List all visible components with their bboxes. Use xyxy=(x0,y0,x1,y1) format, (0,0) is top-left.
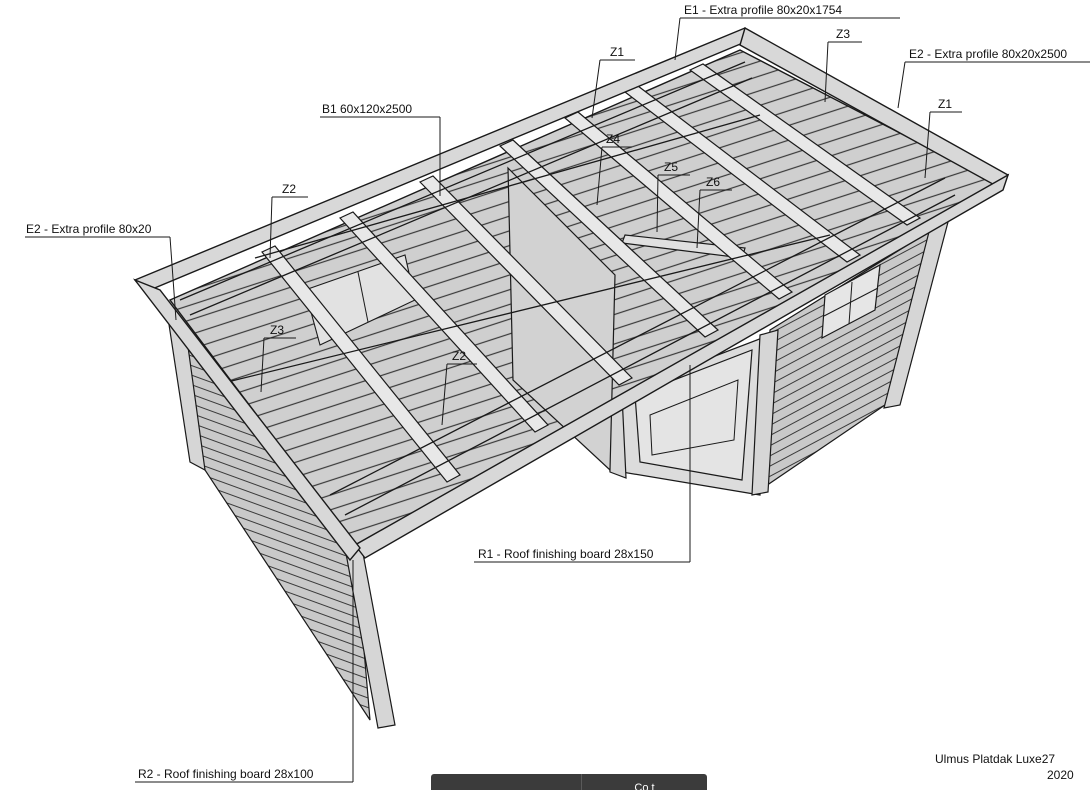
label-r1-roof-board: R1 - Roof finishing board 28x150 xyxy=(478,547,654,561)
part-labels: E1 - Extra profile 80x20x1754 Z1 Z3 E2 -… xyxy=(26,3,1067,781)
label-z3-top: Z3 xyxy=(836,27,850,41)
label-r2-roof-board: R2 - Roof finishing board 28x100 xyxy=(138,767,314,781)
roof-frame xyxy=(132,26,1010,562)
label-e1-extra-profile-top: E1 - Extra profile 80x20x1754 xyxy=(684,3,842,17)
label-z1-top: Z1 xyxy=(610,45,624,59)
label-z2-mid: Z2 xyxy=(452,349,466,363)
label-e2-extra-profile-right: E2 - Extra profile 80x20x2500 xyxy=(909,47,1067,61)
label-e2-extra-profile-left: E2 - Extra profile 80x20 xyxy=(26,222,152,236)
label-z6: Z6 xyxy=(706,175,720,189)
toolbar-left-segment[interactable] xyxy=(431,774,582,790)
purlins xyxy=(179,61,956,516)
label-b1-beam: B1 60x120x2500 xyxy=(322,102,412,116)
door xyxy=(634,349,753,481)
label-z4: Z4 xyxy=(606,132,620,146)
rafters xyxy=(261,63,922,483)
bottom-toolbar: Co t xyxy=(431,774,707,794)
label-z1-right: Z1 xyxy=(938,97,952,111)
toolbar-right-label: Co t xyxy=(634,782,655,794)
label-z3-left: Z3 xyxy=(270,323,284,337)
door-post xyxy=(751,329,779,496)
credit-model-name: Ulmus Platdak Luxe27 xyxy=(935,752,1056,766)
credit-year: 2020 xyxy=(1047,768,1074,782)
label-z5: Z5 xyxy=(664,160,678,174)
label-z2-left: Z2 xyxy=(282,182,296,196)
toolbar-right-button[interactable]: Co t xyxy=(582,774,707,794)
leader-lines xyxy=(25,17,1090,783)
